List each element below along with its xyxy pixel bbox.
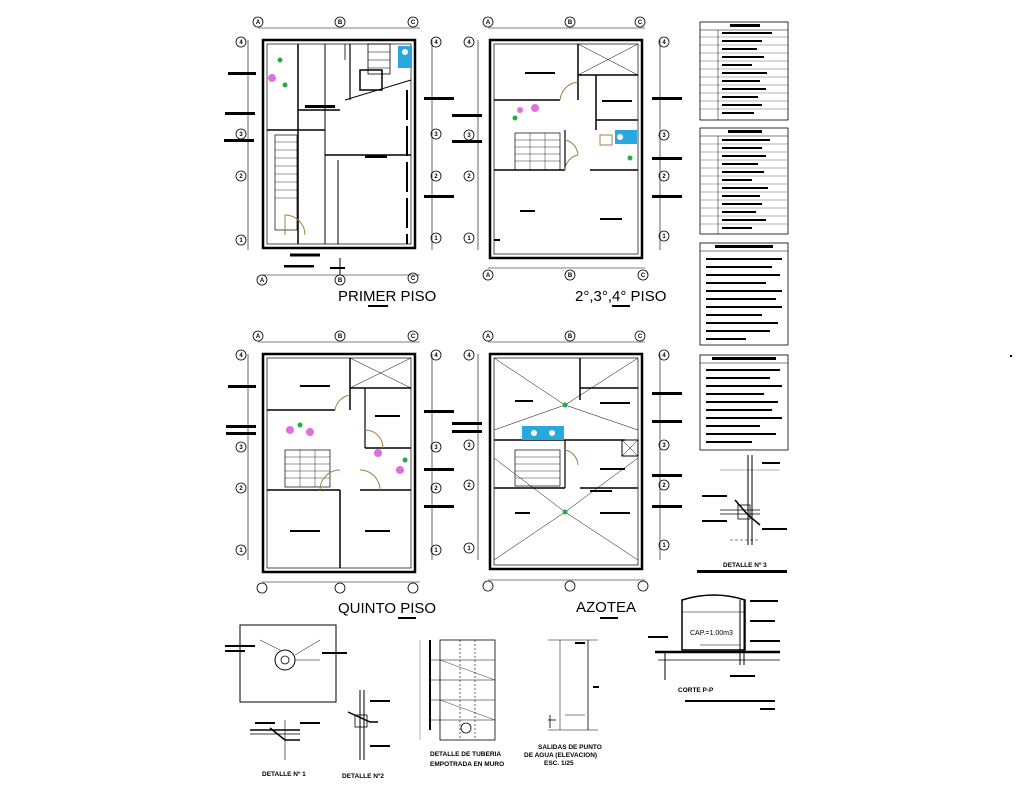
plan-azotea bbox=[452, 341, 682, 581]
axis-c: C bbox=[411, 20, 416, 26]
axis-1: 1 bbox=[239, 548, 243, 554]
axis-4: 4 bbox=[662, 353, 666, 359]
axis-4: 4 bbox=[662, 40, 666, 46]
salidas-label-line1: SALIDAS DE PUNTO bbox=[538, 744, 602, 751]
axis-bubbles-quinto-piso bbox=[235, 330, 442, 594]
axis-a: A bbox=[260, 278, 265, 284]
axis-3: 3 bbox=[467, 443, 471, 449]
axis-c: C bbox=[638, 334, 643, 340]
axis-b: B bbox=[338, 278, 343, 284]
axis-bubbles-2-3-4-piso bbox=[463, 16, 670, 281]
plan-primer-piso bbox=[224, 27, 454, 276]
legend-table-1 bbox=[699, 21, 789, 121]
detail-1-drawing bbox=[250, 720, 320, 760]
axis-3: 3 bbox=[239, 445, 243, 451]
axis-3: 3 bbox=[239, 132, 243, 138]
salidas-label-line2: DE AGUA (ELEVACION) bbox=[524, 752, 597, 759]
axis-1: 1 bbox=[239, 238, 243, 244]
notes-box-2 bbox=[699, 354, 789, 451]
axis-3: 3 bbox=[467, 133, 471, 139]
axis-b: B bbox=[338, 20, 343, 26]
axis-3: 3 bbox=[662, 133, 666, 139]
tank-capacity-label: CAP.=1.00m3 bbox=[690, 630, 733, 637]
axis-1: 1 bbox=[467, 236, 471, 242]
axis-b: B bbox=[568, 273, 573, 279]
axis-bubbles-primer-piso bbox=[235, 16, 442, 286]
axis-labels: A B C A B C A B C A B C 4 3 2 1 4 3 2 1 … bbox=[239, 20, 666, 554]
fixtures-quinto-piso bbox=[286, 422, 408, 474]
detail-2-drawing bbox=[347, 690, 390, 760]
tank-section bbox=[648, 594, 780, 710]
axis-1: 1 bbox=[662, 234, 666, 240]
axis-4: 4 bbox=[434, 353, 438, 359]
plan-quinto-piso bbox=[226, 341, 454, 583]
plan-title-2-3-4-piso: 2°,3°,4° PISO bbox=[575, 288, 666, 305]
axis-c: C bbox=[638, 20, 643, 26]
axis-bubbles-azotea bbox=[463, 330, 670, 592]
corte-label: CORTE P-P bbox=[678, 687, 714, 694]
axis-2: 2 bbox=[434, 486, 438, 492]
axis-4: 4 bbox=[239, 40, 243, 46]
axis-c: C bbox=[411, 276, 416, 282]
plan-title-primer-piso: PRIMER PISO bbox=[338, 288, 436, 305]
tuberia-label-line1: DETALLE DE TUBERIA bbox=[430, 751, 501, 758]
axis-b: B bbox=[568, 334, 573, 340]
axis-b: B bbox=[338, 334, 343, 340]
plan-title-quinto-piso: QUINTO PISO bbox=[338, 600, 436, 617]
axis-a: A bbox=[256, 20, 261, 26]
axis-2: 2 bbox=[467, 174, 471, 180]
legend-table-2 bbox=[699, 127, 789, 235]
axis-c: C bbox=[411, 334, 416, 340]
axis-3: 3 bbox=[434, 445, 438, 451]
axis-2: 2 bbox=[662, 483, 666, 489]
detail-3-label: DETALLE Nº 3 bbox=[723, 562, 767, 569]
detail-box-drawing bbox=[225, 624, 347, 703]
plan-2-3-4-piso bbox=[452, 27, 682, 269]
axis-2: 2 bbox=[239, 174, 243, 180]
axis-a: A bbox=[486, 334, 491, 340]
detail-salidas-drawing bbox=[548, 639, 599, 731]
axis-c: C bbox=[641, 273, 646, 279]
axis-1: 1 bbox=[434, 236, 438, 242]
axis-2: 2 bbox=[239, 486, 243, 492]
axis-2: 2 bbox=[434, 174, 438, 180]
detail-3-drawing bbox=[702, 455, 787, 545]
detail-2-label: DETALLE Nº2 bbox=[342, 773, 384, 780]
fixtures-azotea bbox=[522, 402, 568, 515]
fixtures-2-3-4-piso bbox=[512, 104, 637, 161]
tuberia-label-line2: EMPOTRADA EN MURO bbox=[430, 761, 504, 768]
axis-a: A bbox=[486, 20, 491, 26]
axis-1: 1 bbox=[662, 543, 666, 549]
fixtures-primer-piso bbox=[268, 46, 412, 91]
notes-box-1 bbox=[699, 242, 789, 346]
salidas-scale-label: ESC. 1/25 bbox=[544, 760, 574, 767]
axis-1: 1 bbox=[434, 548, 438, 554]
axis-4: 4 bbox=[467, 353, 471, 359]
axis-4: 4 bbox=[434, 40, 438, 46]
axis-a: A bbox=[486, 273, 491, 279]
axis-1: 1 bbox=[467, 546, 471, 552]
axis-3: 3 bbox=[434, 132, 438, 138]
axis-a: A bbox=[256, 334, 261, 340]
axis-2: 2 bbox=[662, 174, 666, 180]
axis-3: 3 bbox=[662, 443, 666, 449]
axis-b: B bbox=[568, 20, 573, 26]
axis-2: 2 bbox=[467, 483, 471, 489]
axis-4: 4 bbox=[467, 40, 471, 46]
axis-4: 4 bbox=[239, 353, 243, 359]
detail-1-label: DETALLE Nº 1 bbox=[262, 771, 306, 778]
plan-title-azotea: AZOTEA bbox=[576, 599, 636, 616]
detail-tuberia-drawing bbox=[419, 639, 496, 741]
